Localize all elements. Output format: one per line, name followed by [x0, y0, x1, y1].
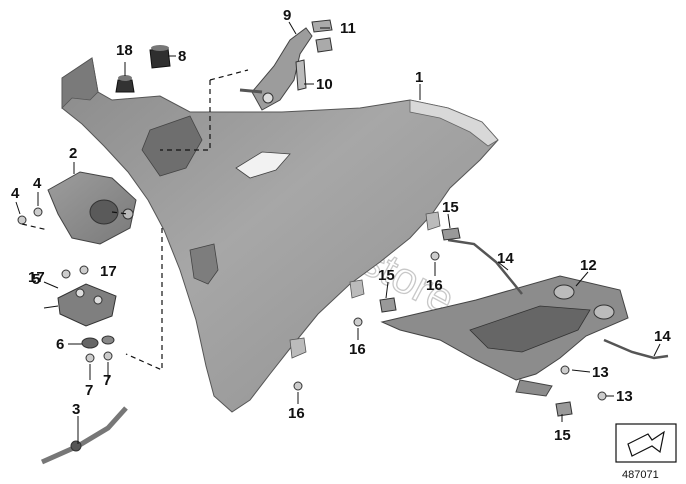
part-label-16c: 16	[288, 405, 305, 422]
bracket-part	[57, 283, 117, 327]
part-label-17b: 17	[100, 263, 117, 280]
part-label-16b: 16	[349, 341, 366, 358]
part-label-5: 5	[32, 271, 40, 288]
part-labels: 1 2 3 4 4 5 6 7 7 8 9 10 11 12 13 13 14 …	[11, 7, 671, 444]
part-label-6: 6	[56, 336, 64, 353]
cover-part	[47, 171, 137, 245]
part-label-15a: 15	[442, 199, 459, 216]
part-label-10: 10	[316, 76, 333, 93]
grommet-part	[81, 335, 115, 349]
part-label-11: 11	[340, 20, 356, 37]
mounting-plate-part	[380, 275, 629, 397]
leader-lines	[15, 21, 661, 444]
upper-bracket-part	[239, 19, 333, 111]
part-label-9: 9	[283, 7, 291, 24]
part-label-17a: 17	[28, 269, 45, 286]
part-label-7a: 7	[85, 382, 93, 399]
part-label-15b: 15	[378, 267, 395, 284]
part-label-7b: 7	[103, 372, 111, 389]
cable-tie-part	[40, 406, 128, 465]
part-label-2: 2	[69, 145, 77, 162]
part-label-13b: 13	[616, 388, 633, 405]
part-label-16a: 16	[426, 277, 443, 294]
orientation-arrow-icon	[627, 430, 665, 457]
part-label-8: 8	[178, 48, 186, 65]
part-label-12: 12	[580, 257, 597, 274]
part-label-4a: 4	[11, 185, 20, 202]
part-label-3: 3	[72, 401, 80, 418]
clips-and-screws	[17, 207, 607, 417]
fairing-panel-part	[61, 57, 499, 413]
part-label-15c: 15	[554, 427, 571, 444]
part-label-4b: 4	[33, 175, 42, 192]
rod-part	[447, 238, 669, 360]
rubber-mount-part	[115, 45, 171, 93]
part-label-14a: 14	[497, 250, 514, 267]
part-label-1: 1	[415, 69, 423, 86]
assembly-lines	[21, 69, 249, 371]
part-label-13a: 13	[592, 364, 609, 381]
diagram-number: 487071	[622, 469, 659, 481]
part-label-14b: 14	[654, 328, 671, 345]
reference-box: 487071	[615, 423, 677, 481]
part-label-18: 18	[116, 42, 133, 59]
